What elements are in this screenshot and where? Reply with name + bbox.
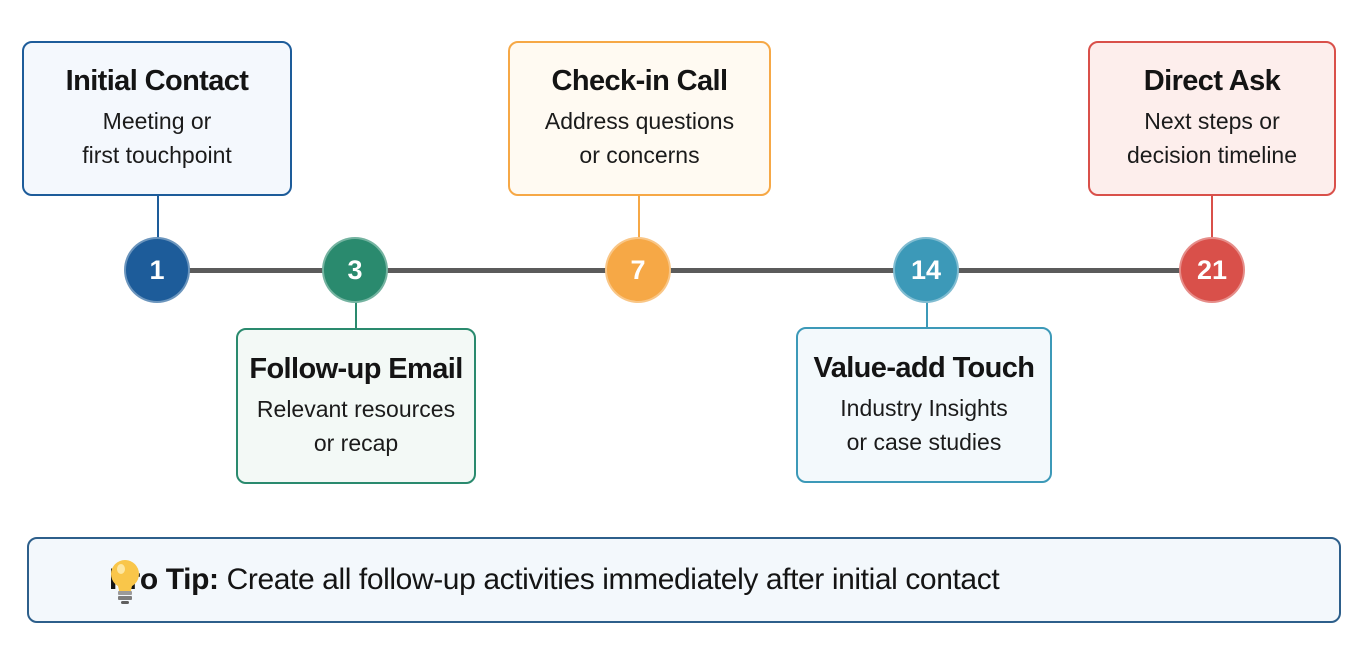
step-title: Initial Contact xyxy=(65,65,249,97)
step-desc-line-2: or case studies xyxy=(846,428,1002,455)
day-node-14: 14 xyxy=(893,237,959,303)
step-desc-line-1: Address questions xyxy=(544,108,735,134)
step-desc-line-1: Meeting or xyxy=(102,108,212,134)
day-node-21: 21 xyxy=(1179,237,1245,303)
connector-step-5 xyxy=(1211,195,1213,239)
connector-step-3 xyxy=(638,195,640,239)
connector-step-2 xyxy=(355,300,357,330)
step-desc-line-2: or concerns xyxy=(579,142,700,168)
day-node-3: 3 xyxy=(322,237,388,303)
step-desc-line-2: first touchpoint xyxy=(82,142,232,168)
step-title: Direct Ask xyxy=(1143,65,1281,97)
step-title: Value-add Touch xyxy=(813,351,1035,384)
step-card-initial-contact: Initial Contact Meeting or first touchpo… xyxy=(22,41,292,196)
step-desc-line-1: Relevant resources xyxy=(256,395,456,422)
day-node-1: 1 xyxy=(124,237,190,303)
pro-tip-banner: Pro Tip: Create all follow-up activities… xyxy=(27,537,1341,623)
connector-step-1 xyxy=(157,195,159,239)
step-desc-line-2: decision timeline xyxy=(1126,142,1298,168)
timeline-line xyxy=(158,268,1212,273)
day-node-7: 7 xyxy=(605,237,671,303)
step-card-direct-ask: Direct Ask Next steps or decision timeli… xyxy=(1088,41,1336,196)
step-card-value-add-touch: Value-add Touch Industry Insights or cas… xyxy=(796,327,1052,483)
step-card-check-in-call: Check-in Call Address questions or conce… xyxy=(508,41,771,196)
step-desc-line-2: or recap xyxy=(313,429,399,456)
step-desc-line-1: Industry Insights xyxy=(840,394,1008,421)
lightbulb-icon xyxy=(111,560,139,604)
step-card-follow-up-email: Follow-up Email Relevant resources or re… xyxy=(236,328,476,484)
connector-step-4 xyxy=(926,300,928,330)
pro-tip-text: Create all follow-up activities immediat… xyxy=(226,563,1000,596)
step-desc-line-1: Next steps or xyxy=(1144,108,1280,134)
step-title: Follow-up Email xyxy=(249,352,463,385)
step-title: Check-in Call xyxy=(551,65,729,97)
